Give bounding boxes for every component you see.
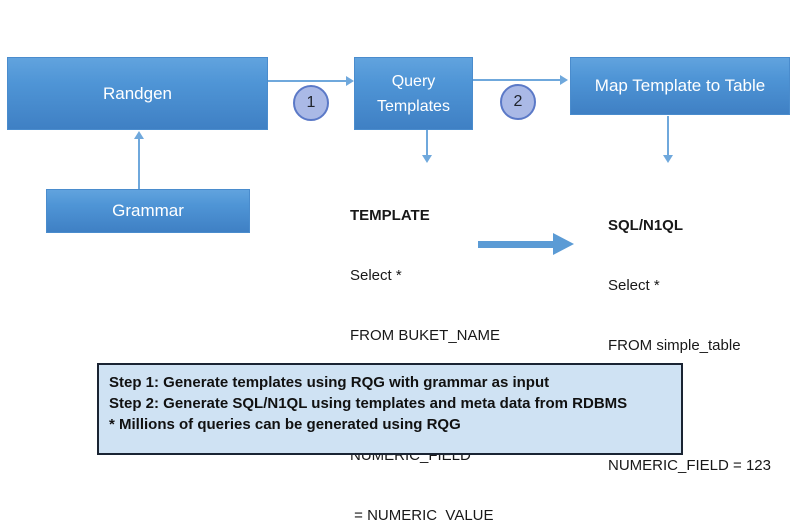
- step-1-badge: 1: [293, 85, 329, 121]
- query-templates-node: Query Templates: [354, 57, 473, 130]
- connector-randgen-to-query: [268, 80, 348, 82]
- template-code-block: TEMPLATE Select * FROM BUKET_NAME WHERE …: [350, 166, 500, 522]
- sql-block-line: NUMERIC_FIELD = 123: [608, 457, 771, 474]
- arrowhead-up-icon: [134, 131, 144, 139]
- template-block-title: TEMPLATE: [350, 207, 430, 224]
- arrowhead-down-icon: [663, 155, 673, 163]
- thick-transform-arrow-head-icon: [553, 233, 574, 255]
- notes-line-millions: * Millions of queries can be generated u…: [109, 416, 461, 433]
- connector-query-to-map: [473, 79, 560, 81]
- connector-grammar-to-randgen: [138, 139, 140, 189]
- template-block-line: Select *: [350, 267, 402, 284]
- query-templates-label: Query Templates: [377, 72, 450, 115]
- arrowhead-right-icon: [560, 75, 568, 85]
- step-1-badge-label: 1: [306, 94, 316, 111]
- randgen-node: Randgen: [7, 57, 268, 130]
- map-template-to-table-node: Map Template to Table: [570, 57, 790, 115]
- thick-transform-arrow-shaft: [478, 241, 553, 248]
- randgen-label: Randgen: [102, 83, 172, 103]
- notes-line-step1: Step 1: Generate templates using RQG wit…: [109, 374, 550, 391]
- step-2-badge: 2: [500, 84, 536, 120]
- connector-query-to-template-text: [426, 130, 428, 155]
- sql-block-line: FROM simple_table: [608, 337, 741, 354]
- notes-line-step2: Step 2: Generate SQL/N1QL using template…: [109, 395, 628, 412]
- arrowhead-right-icon: [346, 76, 354, 86]
- connector-map-to-sql-text: [667, 116, 669, 155]
- step-2-badge-label: 2: [513, 93, 523, 110]
- grammar-node: Grammar: [46, 189, 250, 233]
- arrowhead-down-icon: [422, 155, 432, 163]
- template-block-line: FROM BUKET_NAME: [350, 327, 501, 344]
- sql-code-block: SQL/N1QL Select * FROM simple_table WHER…: [608, 176, 771, 516]
- sql-block-title: SQL/N1QL: [608, 217, 684, 234]
- map-template-to-table-label: Map Template to Table: [594, 76, 766, 95]
- grammar-label: Grammar: [112, 201, 184, 220]
- template-block-line: = NUMERIC_VALUE: [350, 507, 494, 522]
- steps-notes-box: Step 1: Generate templates using RQG wit…: [97, 363, 683, 455]
- sql-block-line: Select *: [608, 277, 660, 294]
